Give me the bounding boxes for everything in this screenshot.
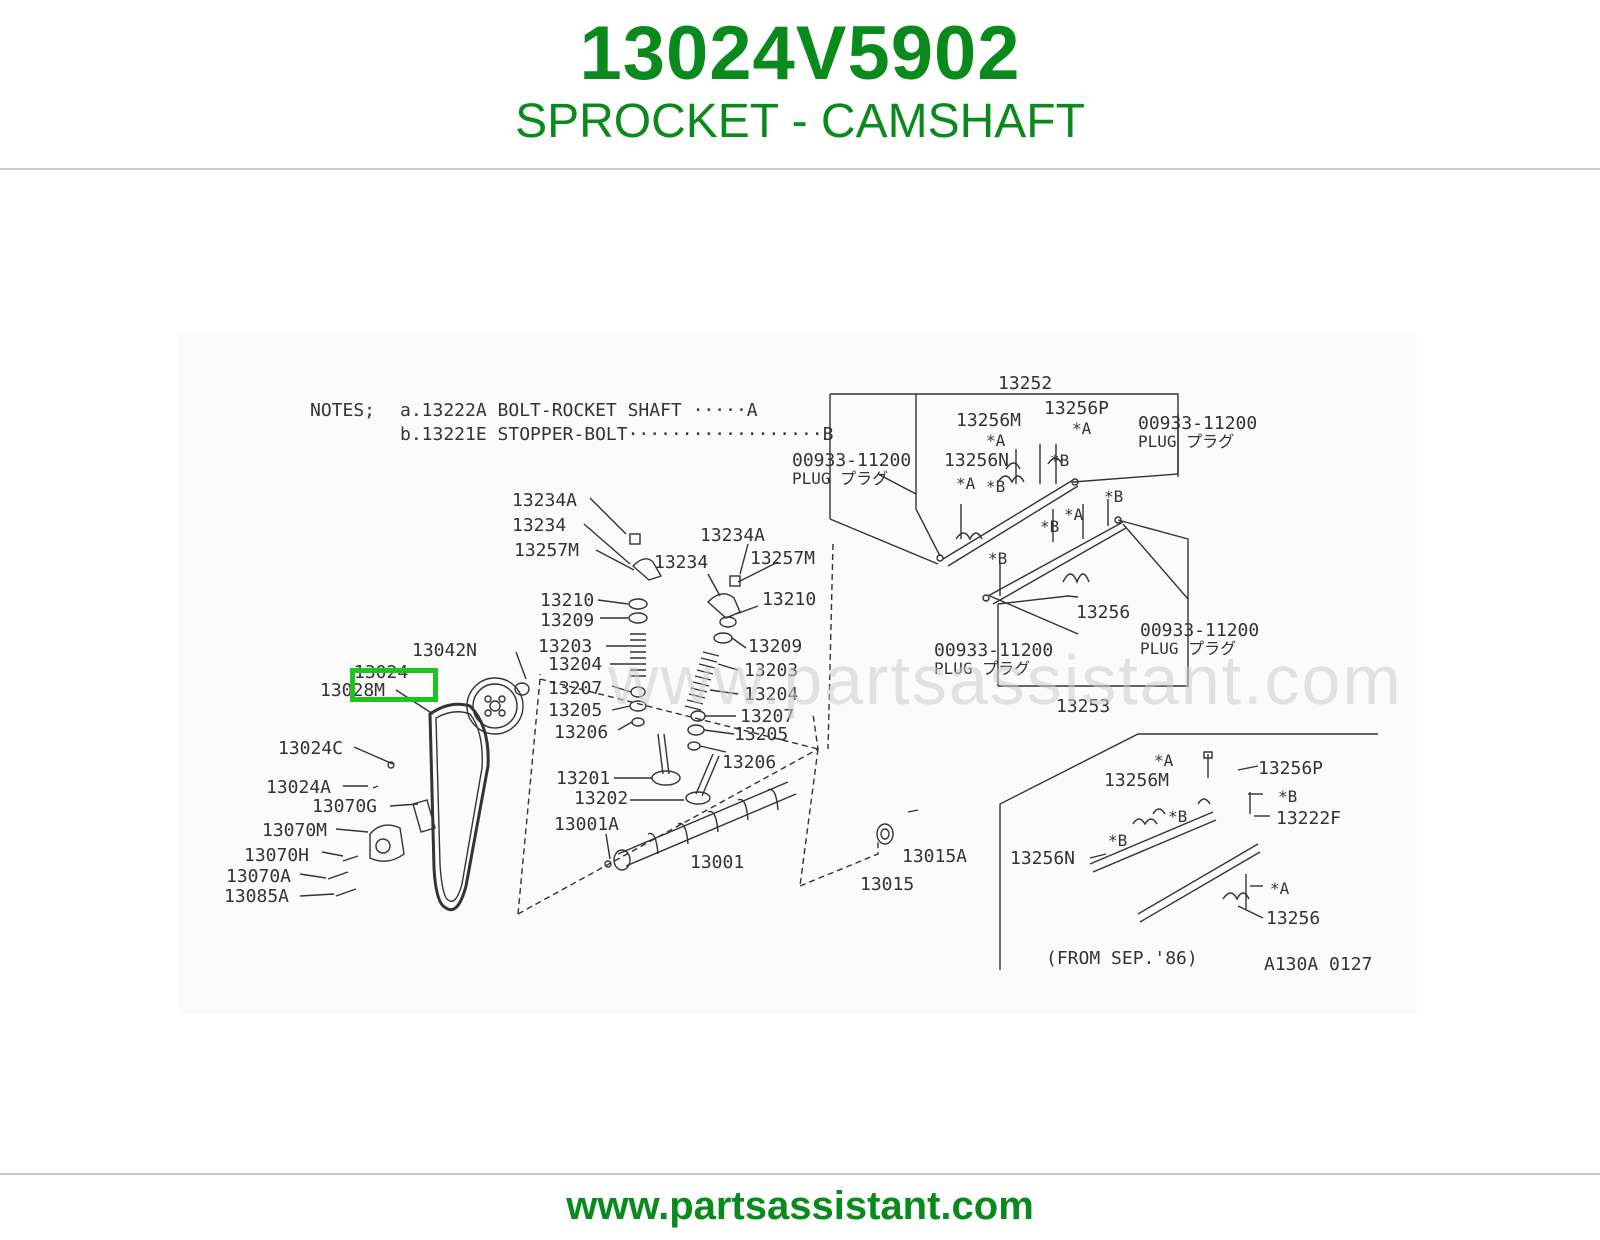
- plug-top-left-label: PLUG プラグ: [792, 469, 888, 488]
- marker-b: *B: [988, 549, 1007, 568]
- marker-a: *A: [1064, 505, 1084, 524]
- site-url-link[interactable]: www.partsassistant.com: [566, 1184, 1034, 1228]
- callout-13024A[interactable]: 13024A: [266, 777, 331, 798]
- callout-13001A[interactable]: 13001A: [554, 814, 619, 835]
- callout-13015A[interactable]: 13015A: [902, 846, 967, 867]
- inset-callout-13256N[interactable]: 13256N: [1010, 848, 1075, 869]
- callout-13206-left[interactable]: 13206: [554, 722, 608, 743]
- part-number-title: 13024V5902: [579, 11, 1021, 96]
- drawing-code: A130A 0127: [1264, 954, 1372, 975]
- callout-13204-right[interactable]: 13204: [744, 684, 798, 705]
- callout-13253[interactable]: 13253: [1056, 696, 1110, 717]
- callout-13201[interactable]: 13201: [556, 768, 610, 789]
- footer-divider: [0, 1173, 1600, 1175]
- callout-13210-right[interactable]: 13210: [762, 589, 816, 610]
- note-b: b.13221E STOPPER-BOLT··················B: [400, 424, 833, 445]
- parts-diagram: NOTES; a.13222A BOLT-ROCKET SHAFT ·····A…: [178, 334, 1418, 1014]
- callout-13205-right[interactable]: 13205: [734, 724, 788, 745]
- inset-callout-13256P[interactable]: 13256P: [1258, 758, 1323, 779]
- marker-b: *B: [1040, 517, 1059, 536]
- marker-b: *B: [1278, 787, 1297, 806]
- callout-13203-left[interactable]: 13203: [538, 636, 592, 657]
- callout-13209-left[interactable]: 13209: [540, 610, 594, 631]
- callout-13209-right[interactable]: 13209: [748, 636, 802, 657]
- watermark: www.partsassistant.com: [608, 641, 1403, 719]
- plug-top-right-label: PLUG プラグ: [1138, 432, 1234, 451]
- marker-b: *B: [1168, 807, 1187, 826]
- callout-13024C[interactable]: 13024C: [278, 738, 343, 759]
- callout-13070G[interactable]: 13070G: [312, 796, 377, 817]
- notes-heading: NOTES;: [310, 400, 375, 421]
- callout-13070H[interactable]: 13070H: [244, 845, 309, 866]
- callout-13203-right[interactable]: 13203: [744, 660, 798, 681]
- plug-top-right-number[interactable]: 00933-11200: [1138, 413, 1257, 434]
- header-divider: [0, 168, 1600, 170]
- callout-13204-left[interactable]: 13204: [548, 654, 602, 675]
- callout-13085A[interactable]: 13085A: [224, 886, 289, 907]
- callout-13234A-left[interactable]: 13234A: [512, 490, 577, 511]
- callout-13256N[interactable]: 13256N: [944, 450, 1009, 471]
- marker-b: *B: [1104, 487, 1123, 506]
- callout-13256[interactable]: 13256: [1076, 602, 1130, 623]
- callout-13001[interactable]: 13001: [690, 852, 744, 873]
- plug-mid-left-label: PLUG プラグ: [934, 659, 1030, 678]
- callout-13252[interactable]: 13252: [998, 373, 1052, 394]
- callout-13207-left[interactable]: 13207: [548, 678, 602, 699]
- marker-a: *A: [1270, 879, 1290, 898]
- part-name-subtitle: SPROCKET - CAMSHAFT: [515, 95, 1085, 148]
- callout-13256P[interactable]: 13256P: [1044, 398, 1109, 419]
- callout-13257M-left[interactable]: 13257M: [514, 540, 579, 561]
- marker-a: *A: [1072, 419, 1092, 438]
- page-header: 13024V5902 SPROCKET - CAMSHAFT: [0, 0, 1600, 168]
- marker-a: *A: [1154, 751, 1174, 770]
- callout-13234-left[interactable]: 13234: [512, 515, 566, 536]
- callout-13070M[interactable]: 13070M: [262, 820, 327, 841]
- callout-13207-right[interactable]: 13207: [740, 706, 794, 727]
- callout-13015[interactable]: 13015: [860, 874, 914, 895]
- inset-callout-13256[interactable]: 13256: [1266, 908, 1320, 929]
- highlighted-part-box: [350, 668, 438, 702]
- plug-top-left-number[interactable]: 00933-11200: [792, 450, 911, 471]
- callout-13206-right[interactable]: 13206: [722, 752, 776, 773]
- callout-13234-right[interactable]: 13234: [654, 552, 708, 573]
- exploded-view-drawing: NOTES; a.13222A BOLT-ROCKET SHAFT ·····A…: [224, 373, 1378, 975]
- inset-callout-13222F[interactable]: 13222F: [1276, 808, 1341, 829]
- callout-13202[interactable]: 13202: [574, 788, 628, 809]
- marker-b: *B: [1050, 451, 1069, 470]
- plug-mid-right-number[interactable]: 00933-11200: [1140, 620, 1259, 641]
- marker-b: *B: [986, 477, 1005, 496]
- callout-13257M-right[interactable]: 13257M: [750, 548, 815, 569]
- inset-callout-13256M[interactable]: 13256M: [1104, 770, 1169, 791]
- marker-a: *A: [956, 474, 976, 493]
- callout-13070A[interactable]: 13070A: [226, 866, 291, 887]
- callout-13234A-right[interactable]: 13234A: [700, 525, 765, 546]
- callout-13205-left[interactable]: 13205: [548, 700, 602, 721]
- marker-b: *B: [1108, 831, 1127, 850]
- callout-13042N[interactable]: 13042N: [412, 640, 477, 661]
- plug-mid-left-number[interactable]: 00933-11200: [934, 640, 1053, 661]
- callout-13256M[interactable]: 13256M: [956, 410, 1021, 431]
- callout-13210-left[interactable]: 13210: [540, 590, 594, 611]
- inset-date-note: (FROM SEP.'86): [1046, 948, 1198, 969]
- marker-a: *A: [986, 431, 1006, 450]
- note-a: a.13222A BOLT-ROCKET SHAFT ·····A: [400, 400, 758, 421]
- plug-mid-right-label: PLUG プラグ: [1140, 639, 1236, 658]
